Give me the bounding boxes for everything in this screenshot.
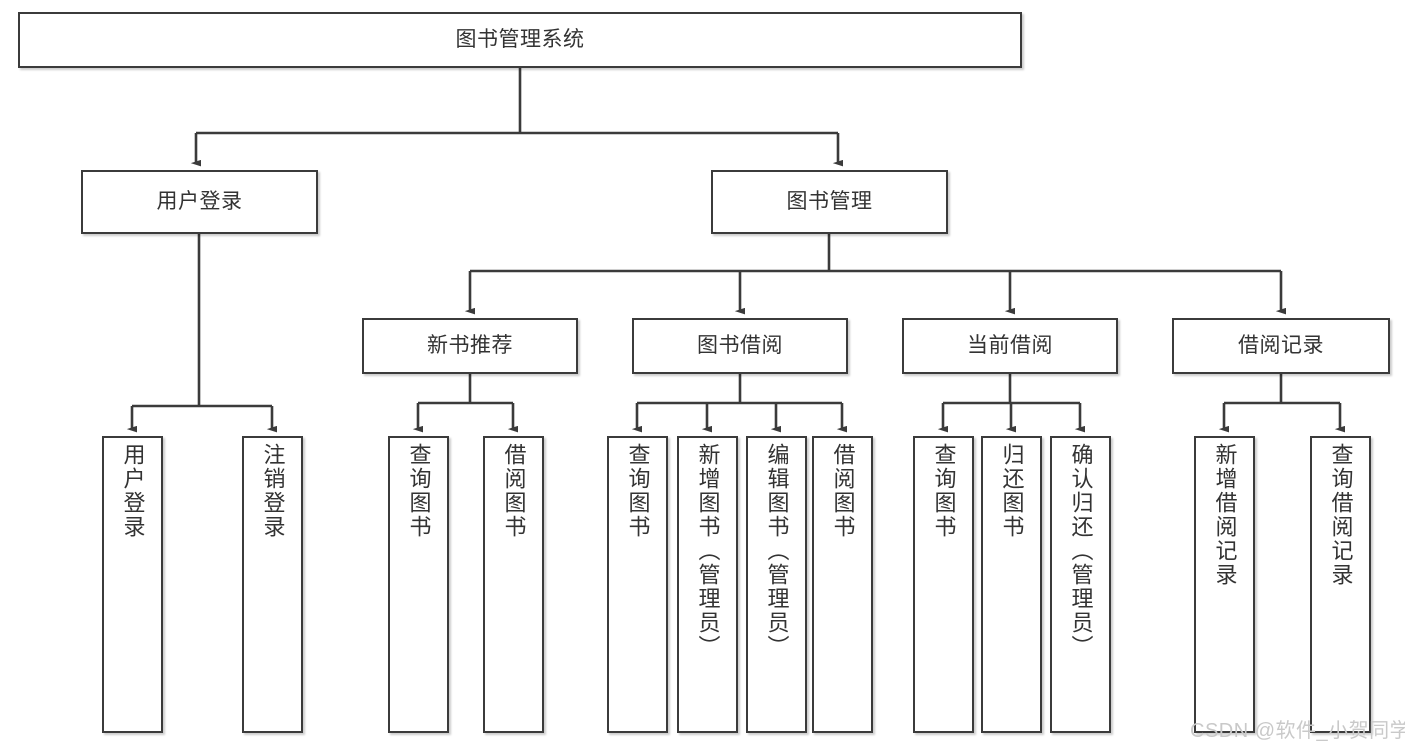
- node-new-book-recommend-label: 新书推荐: [427, 334, 513, 358]
- leaf-confirm-return-admin[interactable]: 确认归还（管理员）: [1050, 436, 1111, 733]
- node-root[interactable]: 图书管理系统: [18, 12, 1022, 68]
- leaf-query-book-current[interactable]: 查询图书: [913, 436, 974, 733]
- node-user-login-label: 用户登录: [156, 190, 243, 214]
- node-book-borrow[interactable]: 图书借阅: [632, 318, 848, 374]
- leaf-query-book-current-label: 查询图书: [931, 443, 957, 539]
- leaf-logout[interactable]: 注销登录: [242, 436, 303, 733]
- leaf-query-book-borrow[interactable]: 查询图书: [607, 436, 668, 733]
- leaf-query-book-newbook-label: 查询图书: [406, 443, 432, 539]
- node-user-login[interactable]: 用户登录: [81, 170, 318, 234]
- csdn-watermark: CSDN @软件_小贺同学: [1190, 720, 1405, 742]
- leaf-query-book-borrow-label: 查询图书: [625, 443, 651, 539]
- leaf-add-borrow-record-label: 新增借阅记录: [1212, 443, 1238, 587]
- leaf-add-book-admin-label: 新增图书（管理员）: [695, 443, 721, 659]
- node-borrow-records[interactable]: 借阅记录: [1172, 318, 1390, 374]
- leaf-query-book-newbook[interactable]: 查询图书: [388, 436, 449, 733]
- node-borrow-records-label: 借阅记录: [1238, 334, 1324, 358]
- leaf-logout-label: 注销登录: [260, 443, 286, 539]
- leaf-edit-book-admin[interactable]: 编辑图书（管理员）: [746, 436, 807, 733]
- leaf-add-borrow-record[interactable]: 新增借阅记录: [1194, 436, 1255, 733]
- leaf-return-book-label: 归还图书: [999, 443, 1025, 539]
- node-book-borrow-label: 图书借阅: [697, 334, 783, 358]
- node-book-management-label: 图书管理: [786, 190, 873, 214]
- leaf-user-login-label: 用户登录: [120, 443, 146, 539]
- leaf-query-borrow-record-label: 查询借阅记录: [1328, 443, 1354, 587]
- leaf-edit-book-admin-label: 编辑图书（管理员）: [764, 443, 790, 659]
- node-current-borrow[interactable]: 当前借阅: [902, 318, 1118, 374]
- leaf-confirm-return-admin-label: 确认归还（管理员）: [1068, 443, 1094, 659]
- leaf-query-borrow-record[interactable]: 查询借阅记录: [1310, 436, 1371, 733]
- leaf-borrow-book-borrow-label: 借阅图书: [830, 443, 856, 539]
- leaf-add-book-admin[interactable]: 新增图书（管理员）: [677, 436, 738, 733]
- leaf-return-book[interactable]: 归还图书: [981, 436, 1042, 733]
- leaf-user-login[interactable]: 用户登录: [102, 436, 163, 733]
- leaf-borrow-book-newbook[interactable]: 借阅图书: [483, 436, 544, 733]
- leaf-borrow-book-borrow[interactable]: 借阅图书: [812, 436, 873, 733]
- node-new-book-recommend[interactable]: 新书推荐: [362, 318, 578, 374]
- node-root-label: 图书管理系统: [455, 28, 585, 52]
- node-current-borrow-label: 当前借阅: [967, 334, 1053, 358]
- leaf-borrow-book-newbook-label: 借阅图书: [501, 443, 527, 539]
- node-book-management[interactable]: 图书管理: [711, 170, 948, 234]
